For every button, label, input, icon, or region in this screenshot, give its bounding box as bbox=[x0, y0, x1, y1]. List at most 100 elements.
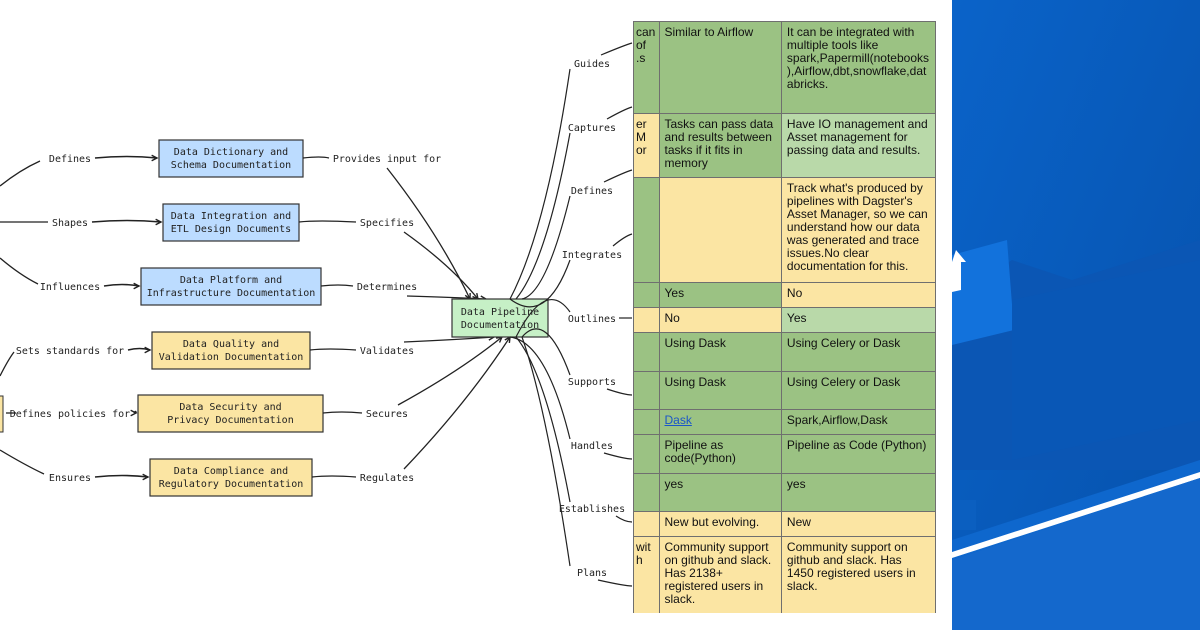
right-edge-label: Handles bbox=[571, 441, 613, 452]
doc-node bbox=[140, 267, 322, 306]
table-cell-col-b: New bbox=[780, 511, 936, 537]
cell-text: Yes bbox=[664, 286, 685, 300]
table-cell-col-a: Similar to Airflow bbox=[658, 21, 782, 114]
center-node bbox=[451, 298, 549, 338]
left-edge-label: Defines policies for bbox=[10, 409, 130, 420]
node-out-edge bbox=[322, 411, 363, 414]
right-edge-label: Supports bbox=[568, 377, 616, 388]
table-cell-col-a: Tasks can pass data and results between … bbox=[658, 113, 782, 178]
arrowhead bbox=[151, 154, 159, 162]
right-edge-label: Defines bbox=[571, 186, 613, 197]
blue-floor bbox=[952, 478, 1200, 630]
right-edge-tail bbox=[606, 388, 633, 396]
node-out-label: Secures bbox=[366, 409, 408, 420]
doc-node bbox=[137, 394, 324, 433]
cell-text: New but evolving. bbox=[664, 515, 760, 529]
right-edge-tail bbox=[603, 452, 633, 460]
table-cell-col-a: Community support on github and slack. H… bbox=[658, 536, 782, 613]
cell-text: Using Celery or Dask bbox=[786, 375, 901, 389]
cell-text: Community support on github and slack. H… bbox=[664, 540, 772, 606]
cell-text: Have IO management and Asset management … bbox=[786, 117, 928, 157]
cell-text: No bbox=[664, 311, 680, 325]
blue-step bbox=[952, 500, 976, 530]
table-cell-col-b: Have IO management and Asset management … bbox=[780, 113, 936, 178]
cell-text: Similar to Airflow bbox=[664, 25, 754, 39]
arrowhead bbox=[144, 346, 152, 354]
cell-text: yes bbox=[786, 477, 806, 491]
table-cell-cropped bbox=[633, 473, 660, 512]
table-cell-cropped: with bbox=[633, 536, 660, 613]
doc-node bbox=[162, 203, 300, 242]
white-arrow-icon bbox=[952, 250, 966, 292]
right-edge-tail bbox=[597, 579, 633, 587]
cell-text: Pipeline as Code (Python) bbox=[786, 438, 927, 452]
center-out-edge bbox=[509, 68, 571, 300]
center-out-edge bbox=[515, 336, 571, 503]
left-edge-in bbox=[0, 351, 15, 377]
cell-text: with bbox=[636, 540, 651, 567]
table-cell-col-b: Using Celery or Dask bbox=[780, 332, 936, 372]
cell-text: New bbox=[786, 515, 811, 529]
table-row: No Yes bbox=[633, 307, 936, 333]
center-out-edge bbox=[521, 328, 571, 376]
table-cell-cropped bbox=[633, 371, 660, 410]
arrowhead bbox=[133, 282, 141, 290]
center-in-edge bbox=[403, 336, 511, 470]
right-edge-tail bbox=[600, 42, 633, 56]
table-cell-col-a: New but evolving. bbox=[658, 511, 782, 537]
table-cell-cropped: can of s. bbox=[633, 21, 660, 114]
table-row: Pipeline as code(Python)Pipeline as Code… bbox=[633, 434, 936, 474]
node-out-label: Specifies bbox=[360, 218, 414, 229]
table-cell-col-b: yes bbox=[780, 473, 936, 512]
right-edge-tail bbox=[606, 106, 633, 120]
center-in-edge bbox=[386, 167, 471, 300]
table-cell-col-a: Using Dask bbox=[658, 332, 782, 372]
doc-node bbox=[158, 139, 304, 178]
node-out-label: Validates bbox=[360, 346, 414, 357]
center-in-edge bbox=[403, 231, 479, 300]
cell-text: Tasks can pass data and results between … bbox=[664, 117, 774, 170]
dask-link[interactable]: Dask bbox=[664, 413, 692, 427]
center-in-edge bbox=[403, 336, 495, 343]
table-cell-col-b: Track what's produced by pipelines with … bbox=[780, 177, 936, 283]
cropped-node bbox=[0, 395, 4, 433]
table-cell-cropped bbox=[633, 332, 660, 372]
left-edge-in bbox=[0, 257, 39, 285]
right-edge-label: Integrates bbox=[562, 250, 622, 261]
table-row: New but evolving. New bbox=[633, 511, 936, 537]
node-out-edge bbox=[311, 475, 357, 478]
cell-text: er M or bbox=[636, 117, 647, 157]
table-row: Using Dask Using Celery or Dask bbox=[633, 332, 936, 372]
arrowhead bbox=[155, 218, 163, 226]
table-cell-col-a: No bbox=[658, 307, 782, 333]
table-cell-cropped bbox=[633, 511, 660, 537]
blue-3d-decoration bbox=[952, 0, 1200, 630]
table-cell-col-b: Pipeline as Code (Python) bbox=[780, 434, 936, 474]
left-edge-arrow bbox=[94, 155, 158, 159]
right-edge-label: Outlines bbox=[568, 314, 616, 325]
table-row: er M or Tasks can pass data and results b… bbox=[633, 113, 936, 178]
white-stripe bbox=[952, 472, 1200, 558]
center-out-edge bbox=[515, 132, 571, 300]
table-cell-cropped bbox=[633, 434, 660, 474]
left-edge-label: Shapes bbox=[52, 218, 88, 229]
cell-text: Yes bbox=[786, 311, 807, 325]
left-edge-label: Influences bbox=[40, 282, 100, 293]
cell-text: Using Dask bbox=[664, 336, 726, 350]
center-out-edge bbox=[509, 336, 571, 440]
table-cell-cropped: er M or bbox=[633, 113, 660, 178]
table-row: with Community support on github and slac… bbox=[633, 536, 936, 613]
arrowhead bbox=[142, 473, 150, 481]
node-out-edge bbox=[309, 348, 357, 351]
node-out-edge bbox=[298, 220, 357, 223]
cell-text: Spark,Airflow,Dask bbox=[786, 413, 888, 427]
table-cell-col-a: Dask bbox=[658, 409, 782, 435]
